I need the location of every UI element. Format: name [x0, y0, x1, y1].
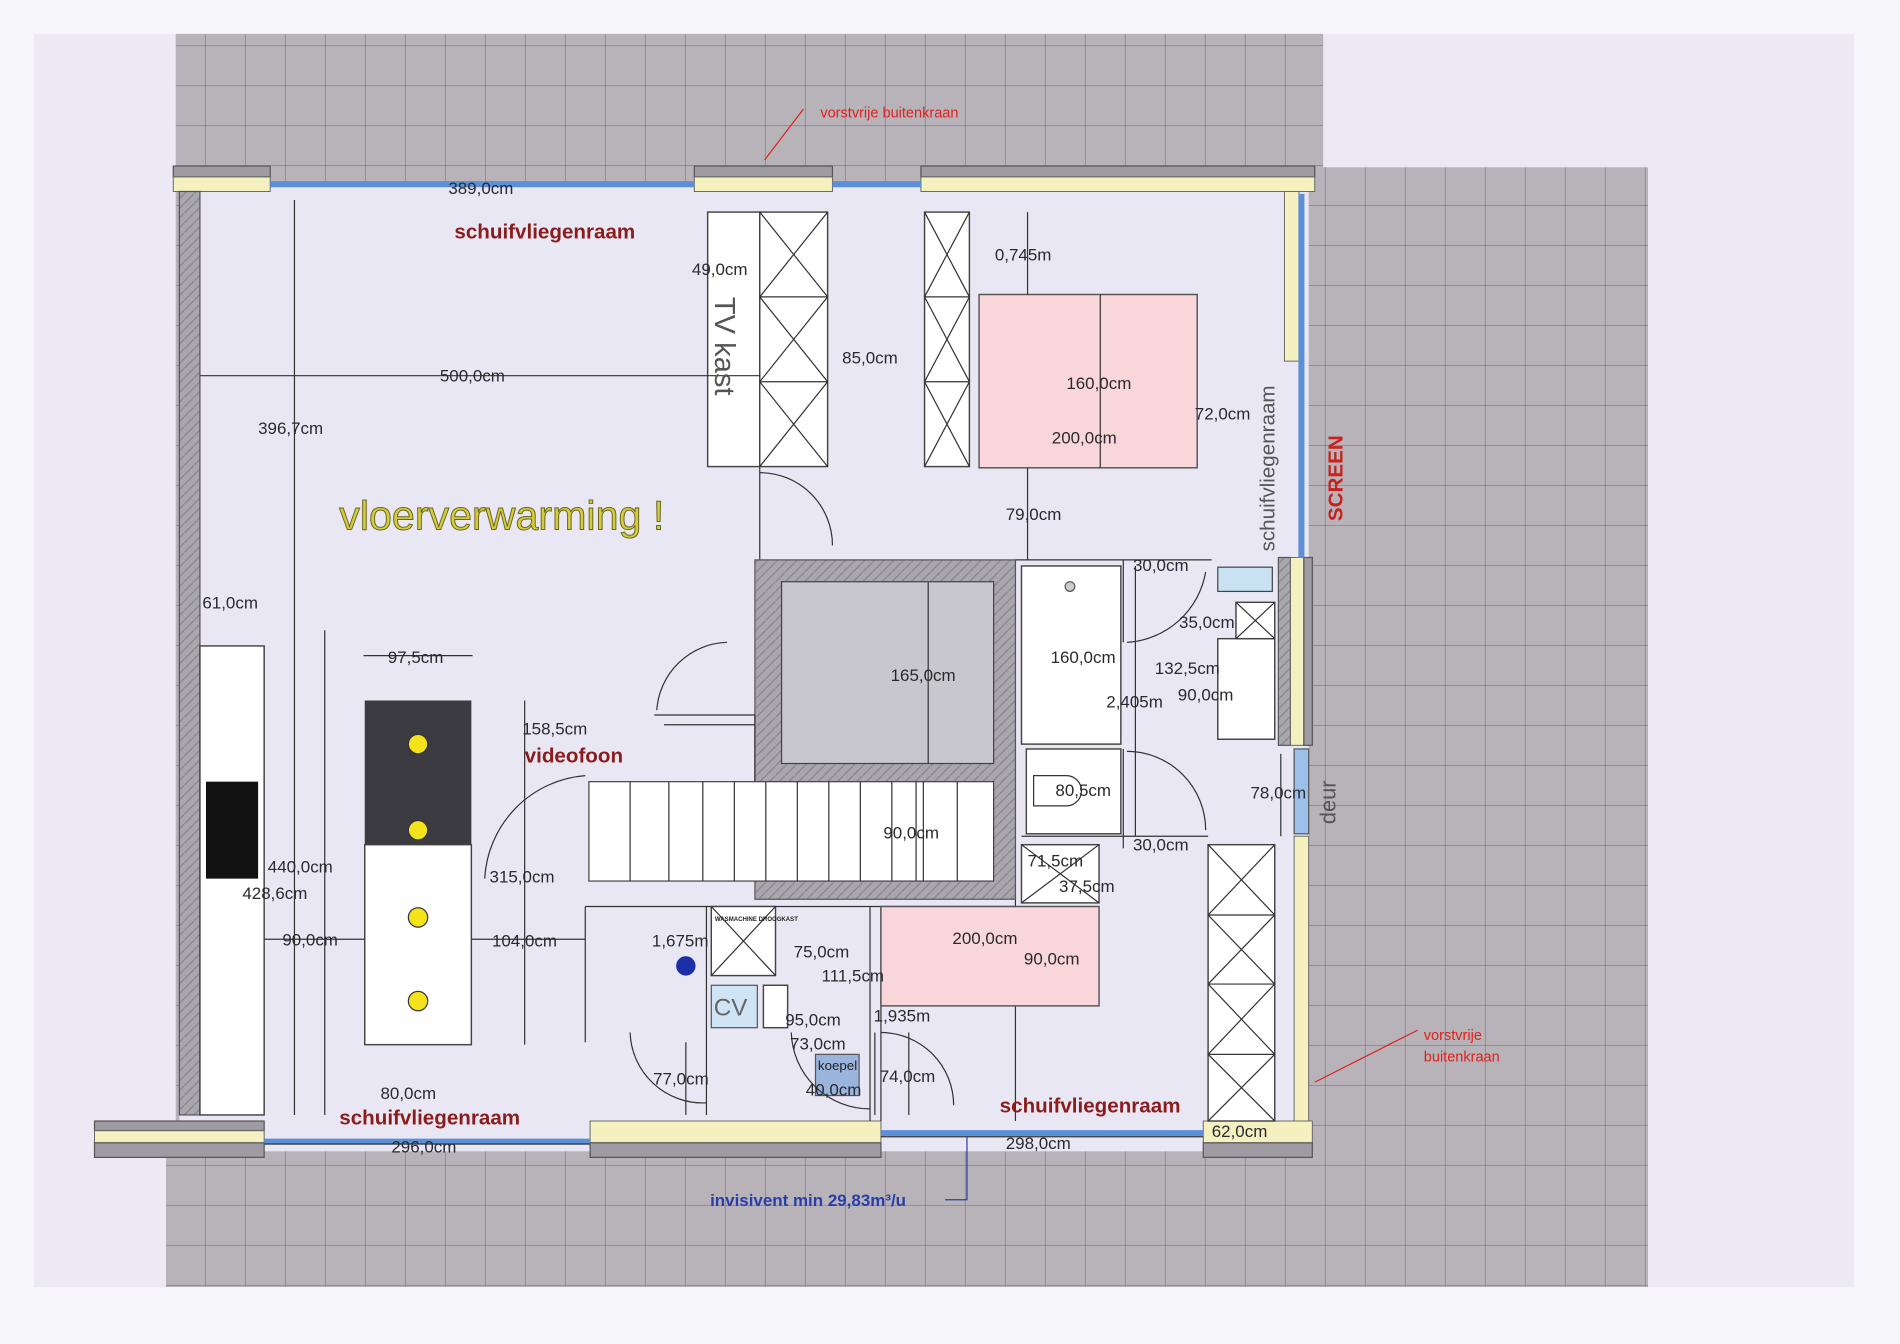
svg-text:90,0cm: 90,0cm	[1178, 685, 1234, 704]
svg-text:440,0cm: 440,0cm	[268, 858, 333, 877]
svg-text:428,6cm: 428,6cm	[242, 884, 307, 903]
svg-text:80,5cm: 80,5cm	[1055, 781, 1111, 800]
svg-text:111,5cm: 111,5cm	[822, 967, 885, 986]
svg-text:49,0cm: 49,0cm	[692, 260, 748, 279]
svg-text:30,0cm: 30,0cm	[1133, 836, 1189, 855]
screen-label: SCREEN	[1325, 435, 1348, 521]
door-label: deur	[1315, 780, 1340, 824]
svg-text:200,0cm: 200,0cm	[1052, 429, 1117, 448]
svg-text:80,0cm: 80,0cm	[380, 1084, 436, 1103]
svg-text:72,0cm: 72,0cm	[1195, 404, 1251, 423]
svg-text:1,935m: 1,935m	[874, 1007, 931, 1026]
closet	[1217, 637, 1276, 740]
svg-text:104,0cm: 104,0cm	[492, 931, 557, 950]
drain-icon	[1064, 581, 1076, 593]
svg-text:75,0cm: 75,0cm	[794, 942, 850, 961]
svg-text:2,405m: 2,405m	[1106, 693, 1163, 712]
svg-text:160,0cm: 160,0cm	[1066, 374, 1131, 393]
svg-text:158,5cm: 158,5cm	[522, 719, 587, 738]
washer-label: WASMACHINE DROOGKAST	[715, 917, 798, 923]
svg-text:160,0cm: 160,0cm	[1051, 648, 1116, 667]
svg-text:389,0cm: 389,0cm	[448, 179, 513, 198]
shower	[1020, 843, 1100, 904]
svg-text:79,0cm: 79,0cm	[1006, 505, 1062, 524]
svg-text:73,0cm: 73,0cm	[790, 1035, 846, 1054]
svg-text:74,0cm: 74,0cm	[880, 1067, 936, 1086]
dimension-lines	[199, 108, 1419, 1201]
frost-tap-note-right-2: buitenkraan	[1424, 1050, 1500, 1066]
bed-second	[880, 905, 1100, 1007]
frost-tap-note-top: vorstvrije buitenkraan	[820, 106, 958, 122]
stair-void	[780, 581, 995, 765]
svg-text:165,0cm: 165,0cm	[891, 666, 956, 685]
svg-text:90,0cm: 90,0cm	[883, 824, 939, 843]
svg-text:71,5cm: 71,5cm	[1028, 852, 1084, 871]
cooktop	[205, 781, 259, 879]
svg-text:85,0cm: 85,0cm	[842, 349, 898, 368]
island-lights	[407, 733, 429, 1012]
cabinet-right	[923, 211, 971, 468]
toilet-icon	[1033, 775, 1082, 807]
tv-cabinet	[706, 211, 761, 468]
fly-screen-right: schuifvliegenraam	[1257, 385, 1280, 551]
stair-steps	[629, 714, 958, 882]
small-sink	[762, 984, 789, 1029]
svg-text:298,0cm: 298,0cm	[1006, 1134, 1071, 1153]
svg-text:1,675m: 1,675m	[652, 931, 709, 950]
svg-text:0,745m: 0,745m	[995, 246, 1052, 265]
svg-text:500,0cm: 500,0cm	[440, 367, 505, 386]
fly-screen-bottom-left: schuifvliegenraam	[339, 1107, 520, 1130]
svg-text:30,0cm: 30,0cm	[1133, 556, 1189, 575]
sink	[1217, 566, 1273, 593]
svg-text:90,0cm: 90,0cm	[1024, 950, 1080, 969]
svg-text:77,0cm: 77,0cm	[653, 1070, 709, 1089]
dimension-labels: 389,0cm 49,0cm 85,0cm 0,745m 160,0cm 200…	[202, 179, 1306, 1157]
bathtub	[1020, 565, 1122, 745]
svg-text:40,0cm: 40,0cm	[806, 1081, 862, 1100]
floor-heating-label: vloerverwarming !	[339, 493, 664, 539]
dome-label: koepel	[818, 1058, 857, 1073]
svg-text:296,0cm: 296,0cm	[391, 1138, 456, 1157]
videophone-label: videofoon	[525, 744, 623, 767]
dome-skylight	[814, 1053, 860, 1097]
cupboard	[1235, 601, 1276, 640]
entrance-door	[1293, 748, 1310, 835]
cabinet-left	[758, 211, 829, 468]
fly-screen-bottom-right: schuifvliegenraam	[1000, 1095, 1181, 1118]
svg-text:396,7cm: 396,7cm	[258, 419, 323, 438]
outer-walls	[93, 165, 1316, 1158]
kitchen-counter	[199, 645, 265, 1116]
windows	[264, 181, 1310, 1145]
svg-text:90,0cm: 90,0cm	[282, 930, 338, 949]
svg-text:62,0cm: 62,0cm	[1212, 1122, 1268, 1141]
svg-text:78,0cm: 78,0cm	[1251, 784, 1307, 803]
svg-text:95,0cm: 95,0cm	[785, 1010, 841, 1029]
island-bottom	[364, 843, 473, 1046]
svg-text:132,5cm: 132,5cm	[1155, 659, 1220, 678]
svg-text:35,0cm: 35,0cm	[1179, 613, 1235, 632]
svg-text:37,5cm: 37,5cm	[1059, 877, 1115, 896]
door-swings	[484, 472, 1207, 1110]
utility-washer	[710, 905, 777, 977]
toilet-room	[1025, 748, 1122, 835]
svg-text:97,5cm: 97,5cm	[388, 648, 444, 667]
drain-point	[676, 956, 696, 976]
stairs	[588, 781, 995, 882]
svg-text:61,0cm: 61,0cm	[202, 593, 258, 612]
cv-label: CV	[714, 995, 748, 1022]
svg-text:200,0cm: 200,0cm	[952, 929, 1017, 948]
frost-tap-note-right: vorstvrije	[1424, 1028, 1482, 1044]
wardrobe	[1207, 843, 1276, 1122]
ventilation-note: invisivent min 29,83m³/u	[710, 1191, 906, 1210]
bed-master	[978, 293, 1198, 469]
fly-screen-top: schuifvliegenraam	[454, 221, 635, 244]
cv-boiler	[710, 984, 758, 1029]
svg-text:315,0cm: 315,0cm	[490, 867, 555, 886]
tv-cabinet-label: TV kast	[708, 297, 740, 396]
